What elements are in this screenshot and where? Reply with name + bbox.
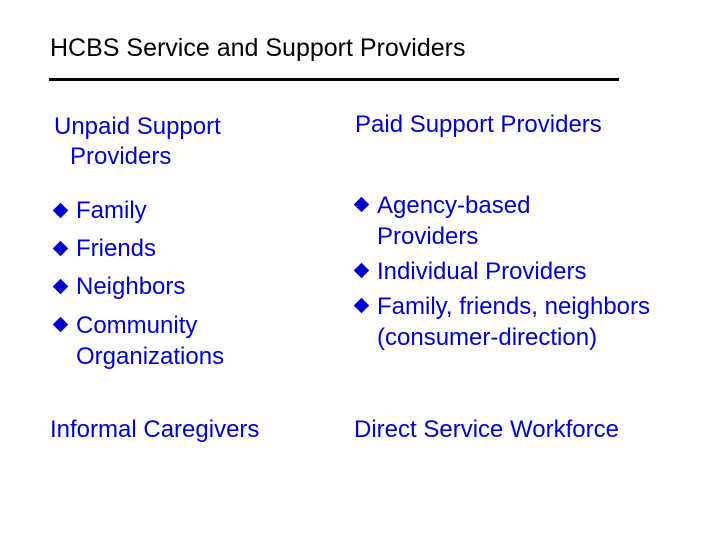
list-item: Individual Providers [353,256,695,287]
diamond-bullet-icon [353,297,370,314]
diamond-bullet-icon [52,316,69,333]
paid-providers-list: Agency-based Providers Individual Provid… [353,190,695,353]
list-item-label: Family [76,197,147,224]
list-item-label: Agency-based Providers [377,192,531,250]
list-item-label: Friends [76,235,157,262]
list-item-label: Neighbors [76,273,186,300]
list-item: Family, friends, neighbors (consumer-dir… [353,291,677,353]
unpaid-heading-line1: Unpaid Support [54,113,221,140]
list-item-label: Individual Providers [377,258,587,285]
list-item-label: Community Organizations [76,312,225,370]
list-item: Family [52,196,344,226]
informal-caregivers-label: Informal Caregivers [50,416,260,443]
list-item: Neighbors [52,272,344,302]
direct-service-workforce-label: Direct Service Workforce [354,416,619,443]
slide-title: HCBS Service and Support Providers [50,34,466,62]
list-item: Friends [52,234,344,264]
list-item-label: Family, friends, neighbors (consumer-dir… [377,293,650,351]
unpaid-providers-column: Unpaid Support Providers Family Friends … [52,112,344,380]
paid-providers-column: Paid Support Providers Agency-based Prov… [353,110,695,357]
title-underline [49,78,619,81]
diamond-bullet-icon [353,262,370,279]
unpaid-providers-heading: Unpaid Support Providers [54,112,344,172]
diamond-bullet-icon [353,196,370,213]
list-item: Community Organizations [52,310,266,372]
list-item: Agency-based Providers [353,190,587,252]
diamond-bullet-icon [52,202,69,219]
unpaid-providers-list: Family Friends Neighbors Community Organ… [52,196,344,372]
unpaid-heading-line2: Providers [70,143,172,170]
paid-providers-heading: Paid Support Providers [355,111,602,138]
diamond-bullet-icon [52,278,69,295]
diamond-bullet-icon [52,240,69,257]
